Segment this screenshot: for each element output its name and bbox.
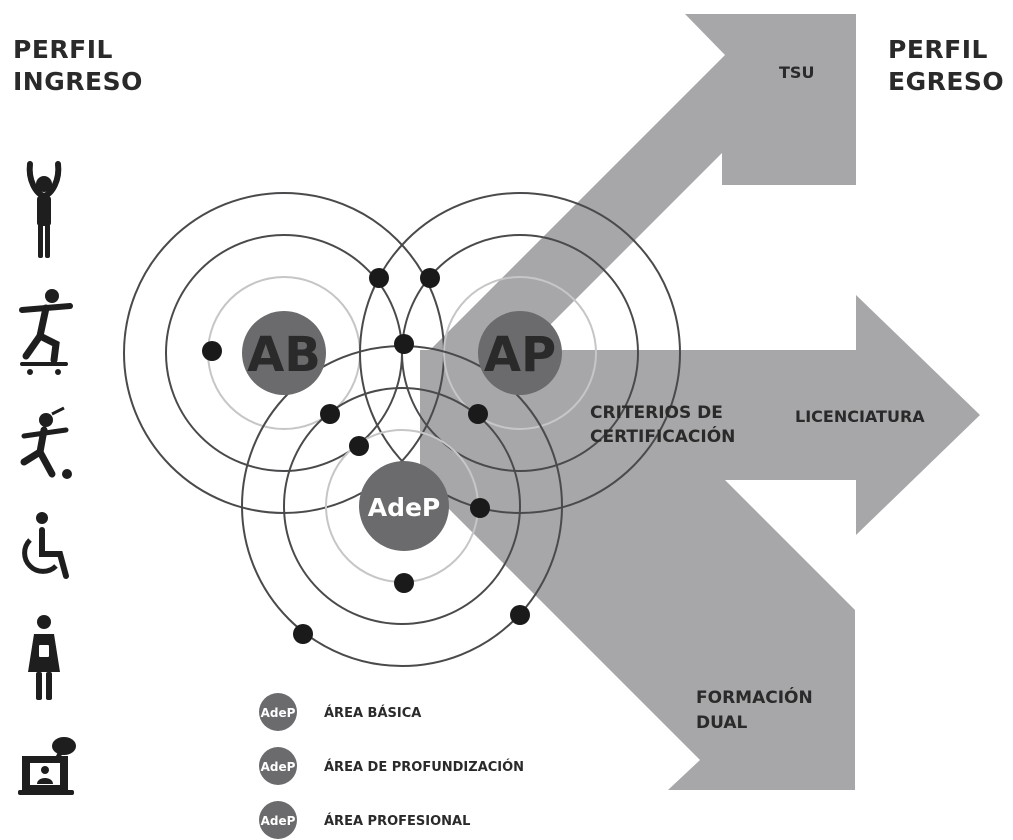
legend-item-profesional: AdeP ÁREA PROFESIONAL <box>259 801 470 839</box>
criteria-label-line2: CERTIFICACIÓN <box>590 425 735 447</box>
legend-badge-text: AdeP <box>261 760 296 774</box>
dot <box>202 341 222 361</box>
legend-badge-text: AdeP <box>261 706 296 720</box>
legend-item-basica: AdeP ÁREA BÁSICA <box>259 693 421 731</box>
legend-label: ÁREA PROFESIONAL <box>324 813 470 829</box>
legend-badge <box>259 693 297 731</box>
area-basica-label: AB <box>247 327 321 383</box>
legend: AdeP ÁREA BÁSICA AdeP ÁREA DE PROFUNDIZA… <box>259 693 524 839</box>
legend-badge-text: AdeP <box>261 814 296 828</box>
dot <box>394 573 414 593</box>
competency-dots <box>202 268 530 644</box>
wheelchair-user-icon <box>22 512 69 579</box>
student-backpack-icon <box>28 615 60 700</box>
ring-adep-mid <box>283 387 521 625</box>
dot <box>349 436 369 456</box>
outcome-dual-line2: DUAL <box>696 713 748 733</box>
legend-badge <box>259 747 297 785</box>
legend-item-profundizacion: AdeP ÁREA DE PROFUNDIZACIÓN <box>259 747 524 785</box>
soccer-player-icon <box>20 406 72 479</box>
dot <box>468 404 488 424</box>
entry-heading-line1: PERFIL <box>13 35 113 64</box>
arrow-formacion-dual <box>420 455 855 790</box>
dot <box>470 498 490 518</box>
dot <box>320 404 340 424</box>
area-basica-disc <box>242 311 326 395</box>
dot <box>394 334 414 354</box>
exit-profile-heading: PERFIL EGRESO <box>888 34 1004 98</box>
ring-ap-inner <box>443 276 597 430</box>
area-profesional-label: AP <box>484 327 556 383</box>
skateboarder-icon <box>19 289 73 375</box>
dot <box>293 624 313 644</box>
area-profesional-disc <box>478 311 562 395</box>
outcome-dual-line1: FORMACIÓN <box>696 686 813 708</box>
area-profundizacion-label: AdeP <box>368 493 441 522</box>
outcome-arrows <box>420 14 980 790</box>
legend-badge <box>259 801 297 839</box>
criteria-label-line1: CRITERIOS DE <box>590 403 723 423</box>
dot <box>420 268 440 288</box>
online-learning-icon <box>18 737 76 795</box>
outcome-licenciatura-label: LICENCIATURA <box>795 407 925 426</box>
person-arms-raised-icon <box>26 161 62 258</box>
exit-heading-line1: PERFIL <box>888 35 988 64</box>
dot <box>369 268 389 288</box>
legend-label: ÁREA BÁSICA <box>324 705 421 721</box>
area-profundizacion-disc <box>359 461 449 551</box>
legend-label: ÁREA DE PROFUNDIZACIÓN <box>324 759 524 775</box>
outcome-tsu-label: TSU <box>779 63 814 82</box>
entry-heading-line2: INGRESO <box>13 67 143 96</box>
entry-profile-heading: PERFIL INGRESO <box>13 34 143 98</box>
exit-heading-line2: EGRESO <box>888 67 1005 96</box>
entry-profile-icons <box>18 161 76 795</box>
dot <box>510 605 530 625</box>
